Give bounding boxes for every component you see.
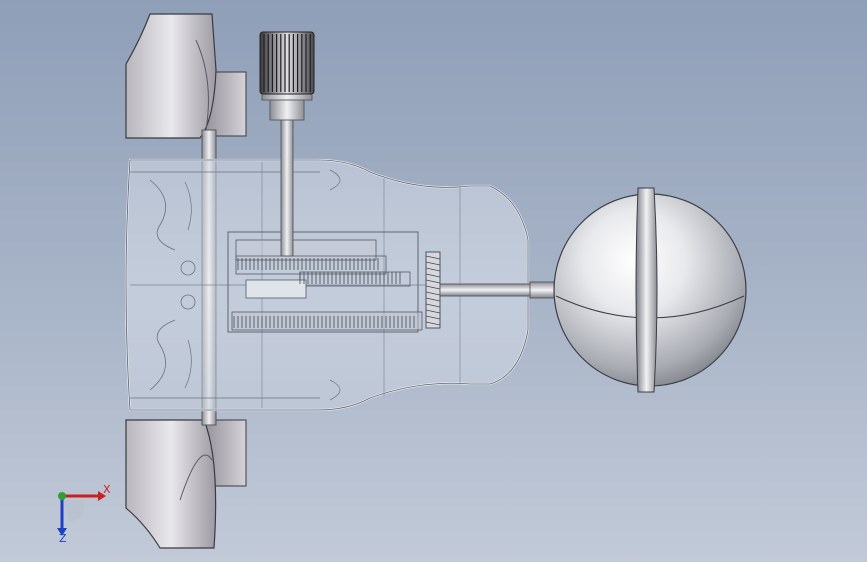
knurled-knob[interactable] (259, 31, 315, 95)
crown-tooth (425, 321, 441, 326)
crown-tooth (425, 273, 441, 278)
crown-tooth (425, 315, 441, 320)
x-axis-label: X (103, 483, 111, 496)
crown-tooth (425, 291, 441, 296)
adjust-shaft[interactable] (261, 91, 313, 257)
gear-train[interactable] (227, 231, 441, 333)
crown-tooth (425, 267, 441, 272)
bottom-mount-plate[interactable] (125, 419, 247, 549)
y-axis-dot (58, 492, 66, 500)
z-axis-head (57, 528, 67, 536)
crown-tooth (425, 261, 441, 266)
float-ball[interactable] (553, 187, 747, 393)
top-mount-plate[interactable] (125, 13, 247, 139)
transparent-housing[interactable] (124, 158, 530, 412)
crown-tooth (425, 255, 441, 260)
crown-tooth (425, 285, 441, 290)
crown-tooth (425, 303, 441, 308)
axis-triad: X Z (57, 483, 111, 545)
crown-tooth (425, 309, 441, 314)
x-axis-head (98, 491, 106, 501)
crown-tooth (425, 297, 441, 302)
z-axis-label: Z (59, 532, 67, 545)
crown-tooth (425, 279, 441, 284)
